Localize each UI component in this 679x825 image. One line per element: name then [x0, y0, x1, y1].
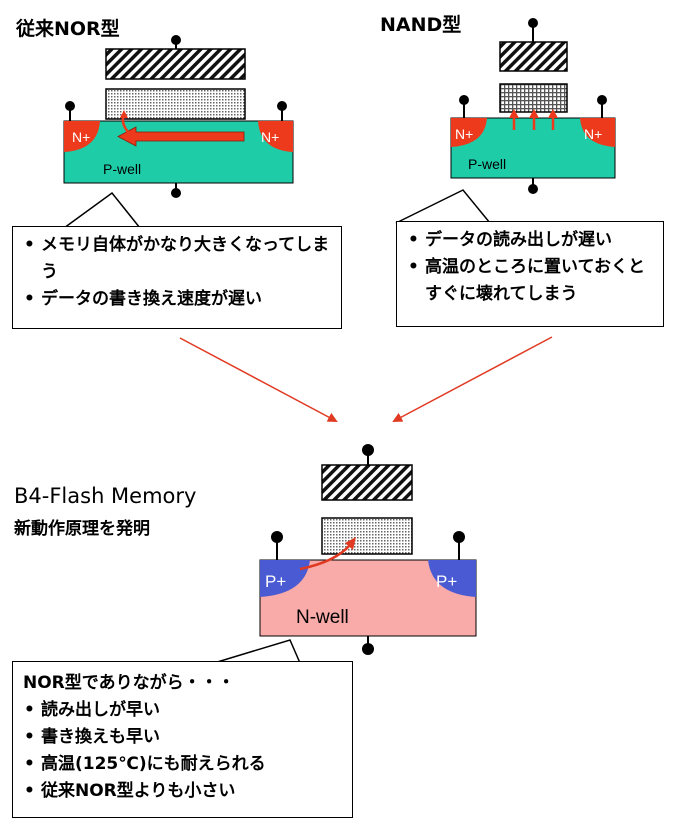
b4-p-plus-right: [428, 560, 476, 597]
b4-intro: NOR型でありながら・・・: [23, 673, 235, 693]
nor-transistor: N+ N+ P-well: [63, 35, 294, 198]
nor-n-plus-left: [64, 121, 100, 152]
nor-bullet: データの書き換え速度が遅い: [19, 286, 335, 313]
nor-n-left-label: N+: [72, 129, 90, 145]
nand-to-b4-arrow: [392, 336, 553, 422]
nand-source-terminal: [459, 95, 469, 105]
nor-to-b4-arrow: [179, 337, 338, 422]
nor-channel-arrow: [117, 126, 245, 147]
b4-callout-box: NOR型でありながら・・・ 読み出しが早い 書き換えも早い 高温(125℃)にも…: [12, 661, 353, 818]
nand-callout-box: データの読み出しが遅い 高温のところに置いておくとすぐに壊れてしまう: [396, 221, 664, 327]
nand-n-left-label: N+: [455, 126, 473, 142]
b4-p-left-label: P+: [265, 572, 286, 591]
nand-body-terminal: [528, 184, 538, 194]
b4-bullet: 読み出しが早い: [19, 697, 346, 724]
nand-transistor: N+ N+ P-well: [450, 18, 616, 194]
b4-bullet: 書き換えも早い: [19, 724, 346, 751]
nor-control-gate: [105, 48, 246, 80]
nand-floating-gate: [499, 83, 568, 113]
nor-n-right-label: N+: [261, 129, 279, 145]
b4-drain-terminal: [453, 531, 465, 543]
b4-floating-gate: [321, 517, 413, 555]
b4-body-terminal: [362, 643, 374, 655]
nor-floating-gate: [105, 88, 246, 120]
b4-callout-pointer: [213, 639, 302, 664]
nor-n-plus-right: [258, 121, 293, 152]
b4-p-plus-left: [260, 560, 310, 597]
nand-bullet: データの読み出しが遅い: [403, 227, 657, 254]
nand-n-plus-right: [580, 118, 615, 147]
nor-p-well: [63, 120, 294, 184]
b4-p-right-label: P+: [436, 572, 457, 591]
nor-title: 従来NOR型: [16, 18, 120, 40]
nor-source-terminal: [65, 101, 75, 111]
nand-control-gate: [499, 41, 568, 72]
nor-body-terminal: [171, 188, 181, 198]
nand-n-plus-left: [451, 118, 487, 147]
nand-tunnel-arrows: [509, 109, 558, 130]
nand-bullet-list: データの読み出しが遅い 高温のところに置いておくとすぐに壊れてしまう: [403, 227, 657, 308]
nor-callout-pointer: [61, 191, 142, 229]
b4-injection-arrow: [299, 544, 351, 571]
b4-bullet-list: 読み出しが早い 書き換えも早い 高温(125℃)にも耐えられる 従来NOR型より…: [19, 697, 346, 805]
b4-control-gate: [321, 464, 413, 501]
nor-drain-terminal: [277, 101, 287, 111]
nor-bullet-list: メモリ自体がかなり大きくなってしまう データの書き換え速度が遅い: [19, 232, 335, 313]
nand-bullet: 高温のところに置いておくとすぐに壊れてしまう: [403, 254, 657, 308]
b4-gate-terminal: [362, 444, 374, 456]
nor-bullet: メモリ自体がかなり大きくなってしまう: [19, 232, 335, 286]
b4-subtitle: 新動作原理を発明: [14, 519, 150, 539]
b4-title: B4-Flash Memory: [14, 484, 197, 508]
nand-drain-terminal: [597, 95, 607, 105]
nand-title: NAND型: [380, 14, 462, 36]
nor-callout-box: メモリ自体がかなり大きくなってしまう データの書き換え速度が遅い: [12, 226, 342, 329]
nand-callout-pointer: [395, 189, 492, 224]
b4-source-terminal: [271, 531, 283, 543]
b4-well-label: N-well: [296, 607, 349, 628]
nor-gate-terminal: [171, 35, 181, 45]
b4-bullet: 従来NOR型よりも小さい: [19, 778, 346, 805]
nor-well-label: P-well: [103, 161, 141, 177]
b4-transistor: P+ P+ N-well: [259, 444, 477, 655]
nand-n-right-label: N+: [584, 126, 602, 142]
nand-well-label: P-well: [468, 156, 506, 172]
b4-bullet: 高温(125℃)にも耐えられる: [19, 751, 346, 778]
nand-gate-terminal: [528, 18, 538, 28]
